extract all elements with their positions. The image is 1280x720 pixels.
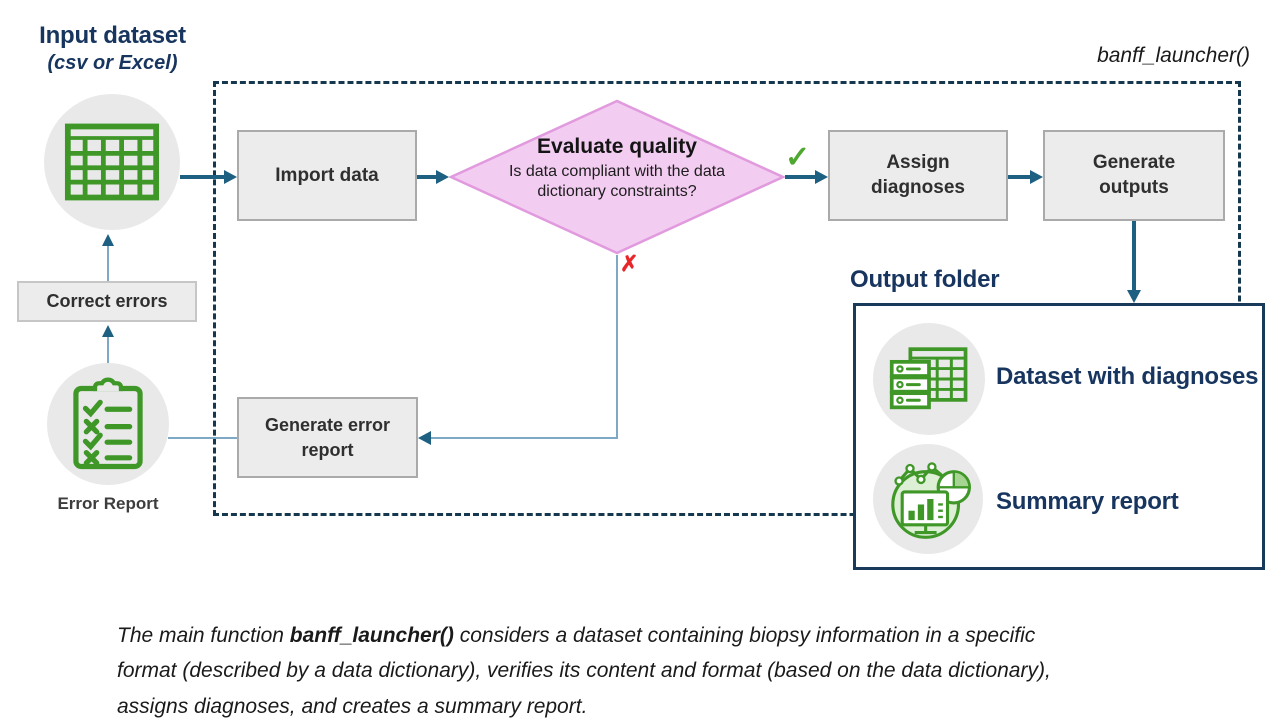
arrow-generate-to-output [1132, 221, 1136, 291]
output-item-summary-label: Summary report [996, 488, 1179, 515]
line-correct-to-input [107, 246, 109, 281]
line-error-icon-to-correct-head [102, 325, 114, 337]
line-error-icon-to-correct [107, 336, 109, 363]
node-assign-diagnoses-label: Assign diagnoses [871, 151, 965, 198]
banff-launcher-boundary [213, 81, 1241, 516]
arrow-input-to-import-head [224, 170, 237, 184]
node-generate-error-report: Generate error report [237, 397, 418, 478]
node-generate-outputs: Generate outputs [1043, 130, 1225, 221]
caption-prefix: The main function [117, 624, 290, 647]
caption-function-name: banff_launcher() [289, 624, 454, 647]
arrow-import-to-decision [417, 175, 438, 179]
analytics-report-icon [891, 462, 971, 539]
decision-yes-checkmark: ✓ [785, 141, 811, 174]
input-dataset-node [44, 94, 180, 230]
node-correct-errors-label: Correct errors [46, 291, 168, 311]
decision-diamond-shape [447, 99, 787, 255]
figure-caption: The main function banff_launcher() consi… [117, 618, 1082, 720]
line-correct-to-input-head [102, 234, 114, 246]
arrow-assign-to-generate-head [1030, 170, 1043, 184]
function-name-label: banff_launcher() [1097, 44, 1250, 67]
caption-suffix: considers a dataset containing biopsy in… [117, 624, 1051, 718]
arrow-generate-to-output-head [1127, 290, 1141, 303]
arrow-assign-to-generate [1008, 175, 1031, 179]
spreadsheet-table-icon [64, 123, 160, 201]
node-import-data-label: Import data [275, 164, 379, 186]
output-folder-box: Dataset with diagnoses [853, 303, 1265, 570]
node-correct-errors: Correct errors [17, 281, 197, 322]
summary-report-node [873, 444, 983, 554]
line-decision-no-down [616, 255, 618, 438]
arrow-decision-to-assign [785, 175, 816, 179]
input-dataset-subtitle: (csv or Excel) [47, 52, 178, 74]
arrow-import-to-decision-head [436, 170, 449, 184]
dataset-table-icon [889, 347, 968, 410]
arrow-input-to-import [180, 175, 226, 179]
line-no-to-error-report [428, 437, 618, 439]
decision-no-cross: ✗ [620, 251, 639, 276]
error-report-node [47, 363, 169, 485]
node-import-data: Import data [237, 130, 417, 221]
output-item-dataset-label: Dataset with diagnoses [996, 363, 1259, 390]
line-errbox-to-error-icon [168, 437, 237, 439]
decision-diamond [447, 99, 787, 255]
decision-text: Evaluate quality Is data compliant with … [492, 135, 742, 202]
dataset-with-diagnoses-node [873, 323, 985, 435]
decision-title: Evaluate quality [537, 135, 697, 158]
node-generate-error-report-label: Generate error report [264, 415, 391, 460]
arrow-decision-to-assign-head [815, 170, 828, 184]
input-dataset-heading: Input dataset (csv or Excel) [10, 22, 215, 75]
decision-question: Is data compliant with the data dictiona… [508, 163, 726, 200]
line-no-to-error-report-head [418, 431, 431, 445]
node-generate-outputs-label: Generate outputs [1092, 151, 1176, 198]
error-report-label: Error Report [57, 494, 159, 513]
output-folder-title: Output folder [850, 266, 1000, 293]
input-dataset-title: Input dataset [39, 22, 186, 49]
node-assign-diagnoses: Assign diagnoses [828, 130, 1008, 221]
error-checklist-clipboard-icon [73, 377, 143, 470]
